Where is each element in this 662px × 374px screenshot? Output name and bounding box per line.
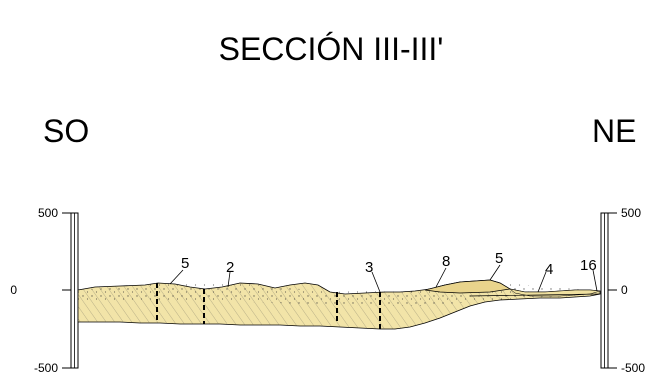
unit-label-3: 3 — [365, 259, 373, 276]
right-tick-0: 0 — [621, 283, 628, 297]
unit-label-8: 8 — [442, 253, 450, 270]
thrust-line — [469, 293, 601, 297]
left-scale-bar: 500 0 -500 — [10, 206, 79, 374]
left-tick-500: 500 — [38, 206, 58, 220]
right-tick-minus500: -500 — [621, 361, 645, 374]
unit-label-16: 16 — [580, 257, 597, 274]
upper-unit-8 — [424, 279, 512, 294]
unit-label-5-left: 5 — [181, 255, 189, 272]
section-title: SECCIÓN III-III' — [219, 31, 444, 67]
unit-label-2: 2 — [226, 259, 234, 276]
orientation-left: SO — [43, 113, 89, 149]
left-tick-minus500: -500 — [34, 361, 58, 374]
unit-label-5-right: 5 — [495, 250, 503, 267]
leader-lines — [169, 264, 598, 293]
section-profile — [77, 279, 601, 330]
orientation-right: NE — [592, 113, 636, 149]
unit-label-4: 4 — [545, 261, 553, 278]
left-tick-0: 0 — [10, 283, 17, 297]
right-tick-500: 500 — [621, 206, 641, 220]
right-scale-bar: 500 0 -500 — [600, 206, 645, 374]
